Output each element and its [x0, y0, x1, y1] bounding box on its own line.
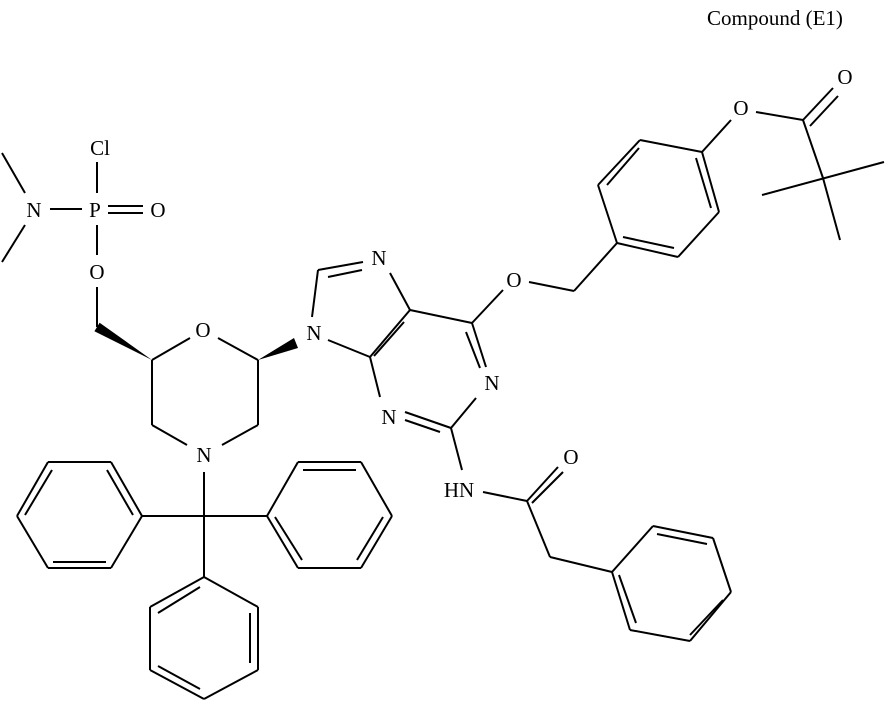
bond — [696, 158, 711, 208]
bond — [390, 273, 410, 310]
bond — [550, 557, 612, 572]
bond — [267, 516, 298, 568]
bond — [374, 322, 404, 356]
bond — [17, 462, 48, 516]
bond — [361, 516, 392, 568]
bond — [152, 338, 190, 360]
bond — [152, 425, 187, 445]
atom-o-phosphoryl: O — [150, 198, 165, 222]
bond — [111, 462, 142, 516]
bond — [823, 178, 840, 240]
bond — [617, 243, 678, 257]
bond — [150, 577, 204, 607]
bonds — [2, 88, 884, 699]
bond — [690, 600, 723, 635]
atom-o-phosphate: O — [89, 260, 104, 284]
atom-n7: N — [371, 246, 386, 270]
bond — [756, 112, 803, 120]
bond — [361, 462, 392, 516]
compound-title: Compound (E1) — [707, 6, 843, 30]
bond — [111, 516, 142, 568]
bond — [17, 516, 48, 568]
bond — [328, 270, 362, 277]
bond — [204, 577, 258, 607]
bond — [405, 412, 451, 428]
bond — [803, 120, 823, 178]
bond — [630, 630, 690, 641]
bond — [653, 526, 713, 538]
bond — [598, 140, 640, 185]
bond — [451, 398, 476, 428]
bond — [150, 670, 204, 699]
bond — [222, 425, 258, 445]
bond — [204, 670, 258, 699]
bond — [607, 148, 639, 185]
bond — [370, 310, 410, 357]
atom-n1: N — [484, 371, 499, 395]
atom-nh-amide: HN — [444, 478, 474, 502]
bond — [472, 290, 503, 323]
bond — [574, 243, 617, 291]
bond — [2, 153, 25, 193]
bond — [312, 270, 318, 317]
bond — [483, 492, 527, 501]
bond — [612, 526, 653, 572]
bond — [328, 340, 370, 357]
bond — [529, 282, 574, 291]
bond — [598, 185, 617, 243]
bond — [713, 538, 731, 592]
bond — [2, 225, 25, 262]
atom-n-morpholine: N — [196, 443, 211, 467]
bond — [527, 501, 550, 557]
bond — [678, 212, 719, 257]
bond — [451, 428, 462, 470]
atom-p: P — [89, 198, 101, 222]
bond — [267, 462, 298, 516]
bond — [619, 575, 636, 623]
bond — [466, 332, 480, 368]
atom-cl: Cl — [90, 136, 110, 160]
bond — [532, 472, 563, 503]
wedge-bond-n9 — [258, 338, 298, 360]
atom-o-morpholine: O — [195, 318, 210, 342]
atom-o-ester-carbonyl: O — [837, 65, 852, 89]
bond — [640, 140, 702, 152]
bond — [370, 357, 380, 397]
bond — [410, 310, 472, 323]
wedge-bond-ch2 — [94, 323, 152, 360]
atom-n-dimethyl: N — [26, 198, 41, 222]
bond — [810, 96, 838, 126]
bond — [527, 467, 558, 501]
bond — [218, 338, 258, 360]
atom-o-ether: O — [506, 268, 521, 292]
bond — [690, 592, 731, 641]
atom-n9: N — [306, 321, 321, 345]
bond — [702, 120, 731, 152]
bond — [472, 323, 486, 367]
bond — [803, 88, 833, 120]
bond — [318, 262, 363, 270]
atom-o-amide: O — [563, 445, 578, 469]
atom-n3: N — [381, 405, 396, 429]
atom-o-ester: O — [733, 96, 748, 120]
